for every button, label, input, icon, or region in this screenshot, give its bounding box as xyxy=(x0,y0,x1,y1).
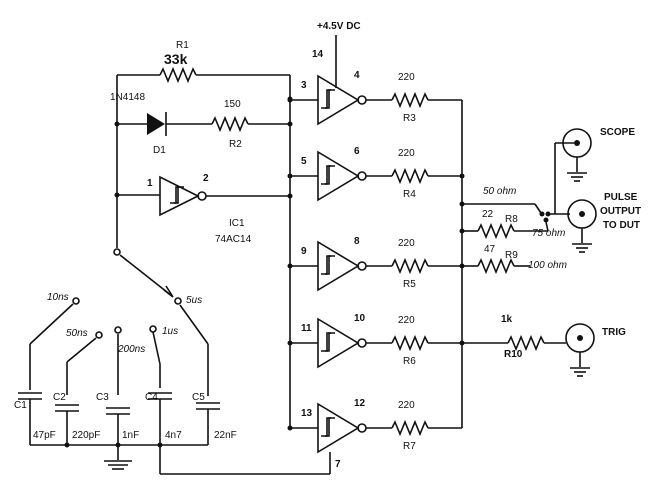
range-1us: 1us xyxy=(162,326,178,337)
r9-resistor: 47 R9 100 ohm xyxy=(462,244,567,275)
gate-resistor-value: 220 xyxy=(398,148,415,159)
svg-text:C2: C2 xyxy=(53,392,66,403)
capacitor-c3: C3 1nF xyxy=(96,392,139,445)
capacitor-c2: C2 220pF xyxy=(53,392,100,445)
gate-resistor-label: R4 xyxy=(403,189,416,200)
r2-value: 150 xyxy=(224,99,241,110)
r1-resistor: R1 33k xyxy=(117,40,290,84)
gate-resistor-value: 220 xyxy=(398,400,415,411)
r2-label: R2 xyxy=(229,139,242,150)
svg-text:22nF: 22nF xyxy=(214,430,237,441)
gate-pin-in: 11 xyxy=(301,323,312,334)
impedance-50: 50 ohm xyxy=(483,186,516,197)
gate-resistor-value: 220 xyxy=(398,72,415,83)
pulse-output-connector: PULSE OUTPUT TO DUT xyxy=(567,192,641,253)
impedance-75: 75 ohm xyxy=(532,228,565,239)
range-switch: 10ns 50ns 200ns 1us 5us xyxy=(29,248,209,396)
svg-text:4n7: 4n7 xyxy=(165,430,182,441)
gate-pin-in: 3 xyxy=(301,80,307,91)
supply-label: +4.5V DC xyxy=(317,21,361,32)
scope-label: SCOPE xyxy=(600,127,635,138)
gate-pin-out: 12 xyxy=(354,398,366,409)
pulse-label-2: OUTPUT xyxy=(600,206,641,217)
r10-label: R10 xyxy=(504,349,523,360)
supply-pin: 14 xyxy=(312,49,324,60)
scope-connector: SCOPE xyxy=(554,127,635,214)
r10-value: 1k xyxy=(501,314,513,325)
gate-pin-out: 8 xyxy=(354,236,360,247)
gate-pin-in: 13 xyxy=(301,408,313,419)
r8-resistor: 22 R8 75 ohm xyxy=(462,209,565,240)
svg-text:C3: C3 xyxy=(96,392,109,403)
r9-value: 47 xyxy=(484,244,496,255)
osc-pin-in: 1 xyxy=(147,178,153,189)
gate-resistor-label: R7 xyxy=(403,441,416,452)
d1-part-label: 1N4148 xyxy=(110,92,145,103)
svg-text:C5: C5 xyxy=(192,392,205,403)
range-200ns: 200ns xyxy=(117,344,145,355)
trig-connector: TRIG xyxy=(565,323,626,377)
pulse-label-3: TO DUT xyxy=(603,220,640,231)
gate-pin-out: 4 xyxy=(354,70,360,81)
trig-label: TRIG xyxy=(602,327,626,338)
r10-resistor: 1k R10 xyxy=(462,314,566,360)
r2-resistor: 150 R2 xyxy=(211,99,290,150)
capacitor-c5: C5 22nF xyxy=(192,392,237,445)
gate-resistor-label: R6 xyxy=(403,356,416,367)
gate-pin-in: 9 xyxy=(301,246,307,257)
gate-pin-out: 6 xyxy=(354,146,360,157)
r8-value: 22 xyxy=(482,209,494,220)
d1-diode: 1N4148 D1 xyxy=(110,92,212,156)
svg-text:C1: C1 xyxy=(14,400,27,411)
pulse-label-1: PULSE xyxy=(604,192,638,203)
ic-name: IC1 xyxy=(229,218,245,229)
capacitor-c4: C4 4n7 xyxy=(145,392,182,445)
r1-value: 33k xyxy=(164,51,188,67)
capacitor-c1: C1 47pF xyxy=(14,392,56,445)
oscillator-inverter: 1 2 IC1 74AC14 xyxy=(117,173,290,245)
range-5us: 5us xyxy=(186,295,202,306)
gnd-pin: 7 xyxy=(335,459,341,470)
r8-label: R8 xyxy=(505,214,518,225)
d1-label: D1 xyxy=(153,145,166,156)
svg-text:1nF: 1nF xyxy=(122,430,139,441)
range-10ns: 10ns xyxy=(47,292,69,303)
gate-resistor-value: 220 xyxy=(398,238,415,249)
ic-part: 74AC14 xyxy=(215,234,252,245)
supply-rail: +4.5V DC 14 7 xyxy=(312,21,361,470)
gate-pin-out: 10 xyxy=(354,313,366,324)
gate-resistor-label: R5 xyxy=(403,279,416,290)
svg-text:47pF: 47pF xyxy=(33,430,56,441)
impedance-100: 100 ohm xyxy=(528,260,567,271)
gate-pin-in: 5 xyxy=(301,156,307,167)
r9-label: R9 xyxy=(505,250,518,261)
svg-text:C4: C4 xyxy=(145,392,158,403)
osc-pin-out: 2 xyxy=(203,173,209,184)
r1-label: R1 xyxy=(176,40,189,51)
gate-resistor-label: R3 xyxy=(403,113,416,124)
svg-text:220pF: 220pF xyxy=(72,430,100,441)
timing-capacitors: C1 47pF C2 220pF C3 1nF C4 4n7 xyxy=(14,392,331,475)
range-50ns: 50ns xyxy=(66,328,88,339)
gate-resistor-value: 220 xyxy=(398,315,415,326)
